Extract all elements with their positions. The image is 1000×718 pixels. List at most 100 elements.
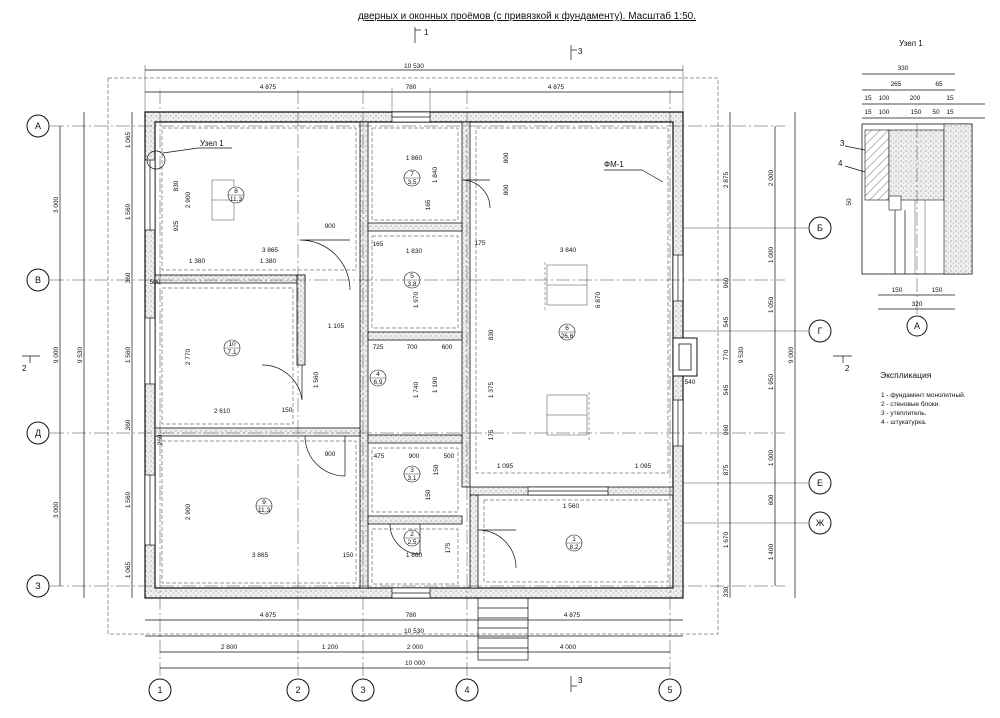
svg-text:4 875: 4 875 <box>260 612 277 619</box>
svg-text:Б: Б <box>817 223 823 233</box>
svg-text:1 400: 1 400 <box>768 543 775 560</box>
svg-text:1 050: 1 050 <box>768 296 775 313</box>
svg-text:700: 700 <box>407 344 418 351</box>
svg-text:330: 330 <box>723 586 730 597</box>
svg-text:2 - стеновые блоки.: 2 - стеновые блоки. <box>881 400 940 408</box>
svg-text:Узел 1: Узел 1 <box>200 139 224 148</box>
room-tag-7: 73,5 <box>403 169 421 187</box>
svg-text:1 560: 1 560 <box>563 503 580 510</box>
svg-text:ФМ-1: ФМ-1 <box>604 160 624 169</box>
svg-text:15: 15 <box>864 95 872 102</box>
svg-text:3 - утеплитель.: 3 - утеплитель. <box>881 410 927 417</box>
axis-bubble-Е: Е <box>808 471 832 495</box>
axis-bubble-З: З <box>26 574 50 598</box>
room-tag-10: 107,1 <box>223 339 241 357</box>
svg-text:3 865: 3 865 <box>262 247 279 254</box>
svg-text:9 000: 9 000 <box>788 346 795 363</box>
svg-text:150: 150 <box>425 489 432 500</box>
svg-text:330: 330 <box>898 65 909 72</box>
svg-text:3: 3 <box>578 47 583 56</box>
svg-text:3,8: 3,8 <box>407 281 416 288</box>
svg-text:265: 265 <box>891 81 902 88</box>
axis-bubble-Б: Б <box>808 216 832 240</box>
axis-bubble-А: А <box>26 114 50 138</box>
svg-text:Д: Д <box>35 428 41 438</box>
room-tag-4: 46,9 <box>369 369 387 387</box>
section-mark-1-top: 1 <box>414 27 429 43</box>
svg-text:7,1: 7,1 <box>227 349 236 356</box>
svg-text:2 610: 2 610 <box>214 408 231 415</box>
svg-text:2 900: 2 900 <box>185 191 192 208</box>
svg-text:150: 150 <box>343 552 354 559</box>
svg-text:3,5: 3,5 <box>407 179 416 186</box>
svg-text:150: 150 <box>892 287 903 294</box>
svg-text:З: З <box>35 581 40 591</box>
svg-text:2 770: 2 770 <box>185 348 192 365</box>
axis-bubble-5: 5 <box>658 678 682 702</box>
svg-text:65: 65 <box>935 81 943 88</box>
section-mark-2-left: 2 <box>22 355 40 373</box>
room-tag-5: 53,8 <box>403 271 421 289</box>
svg-text:1 560: 1 560 <box>125 203 132 220</box>
svg-text:1 380: 1 380 <box>260 258 277 265</box>
svg-text:1: 1 <box>572 536 576 543</box>
svg-text:8,2: 8,2 <box>569 544 578 551</box>
svg-text:1 375: 1 375 <box>488 381 495 398</box>
svg-text:2 800: 2 800 <box>221 644 238 651</box>
svg-text:6: 6 <box>565 325 569 332</box>
svg-text:3: 3 <box>360 685 365 695</box>
svg-text:1 840: 1 840 <box>432 166 439 183</box>
svg-text:50: 50 <box>932 109 940 116</box>
svg-text:3 000: 3 000 <box>53 501 60 518</box>
svg-text:2: 2 <box>22 364 27 373</box>
svg-text:4: 4 <box>376 371 380 378</box>
svg-text:1 200: 1 200 <box>322 644 339 651</box>
svg-text:150: 150 <box>911 109 922 116</box>
svg-text:900: 900 <box>409 453 420 460</box>
svg-text:900: 900 <box>325 223 336 230</box>
axis-bubble-1: 1 <box>148 678 172 702</box>
svg-text:830: 830 <box>488 329 495 340</box>
svg-text:10 530: 10 530 <box>404 628 424 635</box>
svg-text:150: 150 <box>932 287 943 294</box>
svg-text:6 870: 6 870 <box>595 291 602 308</box>
svg-text:3 840: 3 840 <box>560 247 577 254</box>
svg-text:4 875: 4 875 <box>260 84 277 91</box>
svg-text:1 000: 1 000 <box>768 246 775 263</box>
room-tag-1: 18,2 <box>565 534 583 552</box>
legend: Экспликация 1 - фундамент монолитный. 2 … <box>880 370 966 426</box>
svg-text:1 095: 1 095 <box>635 463 652 470</box>
svg-text:Г: Г <box>818 326 823 336</box>
svg-text:Экспликация: Экспликация <box>880 370 932 380</box>
svg-text:1 670: 1 670 <box>723 531 730 548</box>
svg-text:1 105: 1 105 <box>328 323 345 330</box>
svg-text:2 875: 2 875 <box>723 171 730 188</box>
svg-text:1 560: 1 560 <box>125 346 132 363</box>
svg-text:4: 4 <box>464 685 469 695</box>
axis-bubble-4: 4 <box>455 678 479 702</box>
section-mark-2-right: 2 <box>833 355 852 373</box>
drawing-title: дверных и оконных проёмов (с привязкой к… <box>358 10 696 22</box>
svg-text:3: 3 <box>410 467 414 474</box>
svg-text:А: А <box>914 321 920 331</box>
svg-text:В: В <box>35 275 41 285</box>
entrance-stairs <box>477 597 529 661</box>
axis-bubble-Ж: Ж <box>808 511 832 535</box>
svg-text:360: 360 <box>125 419 132 430</box>
svg-text:500: 500 <box>444 453 455 460</box>
svg-text:165: 165 <box>425 199 432 210</box>
room-tag-9: 911,3 <box>255 497 273 515</box>
svg-text:6,9: 6,9 <box>373 379 382 386</box>
svg-text:2 000: 2 000 <box>407 644 424 651</box>
svg-text:Е: Е <box>817 478 823 488</box>
svg-text:1 560: 1 560 <box>125 491 132 508</box>
svg-text:3: 3 <box>578 676 583 685</box>
svg-text:1 000: 1 000 <box>768 449 775 466</box>
svg-text:960: 960 <box>723 424 730 435</box>
svg-text:800: 800 <box>503 152 510 163</box>
svg-text:11,3: 11,3 <box>258 507 271 514</box>
windows <box>144 111 684 599</box>
svg-text:150: 150 <box>282 407 293 414</box>
inner-dimensions: 3 865 1 380 1 380 900 1 860 1 830 3 840 … <box>150 152 696 559</box>
svg-text:1 380: 1 380 <box>189 258 206 265</box>
